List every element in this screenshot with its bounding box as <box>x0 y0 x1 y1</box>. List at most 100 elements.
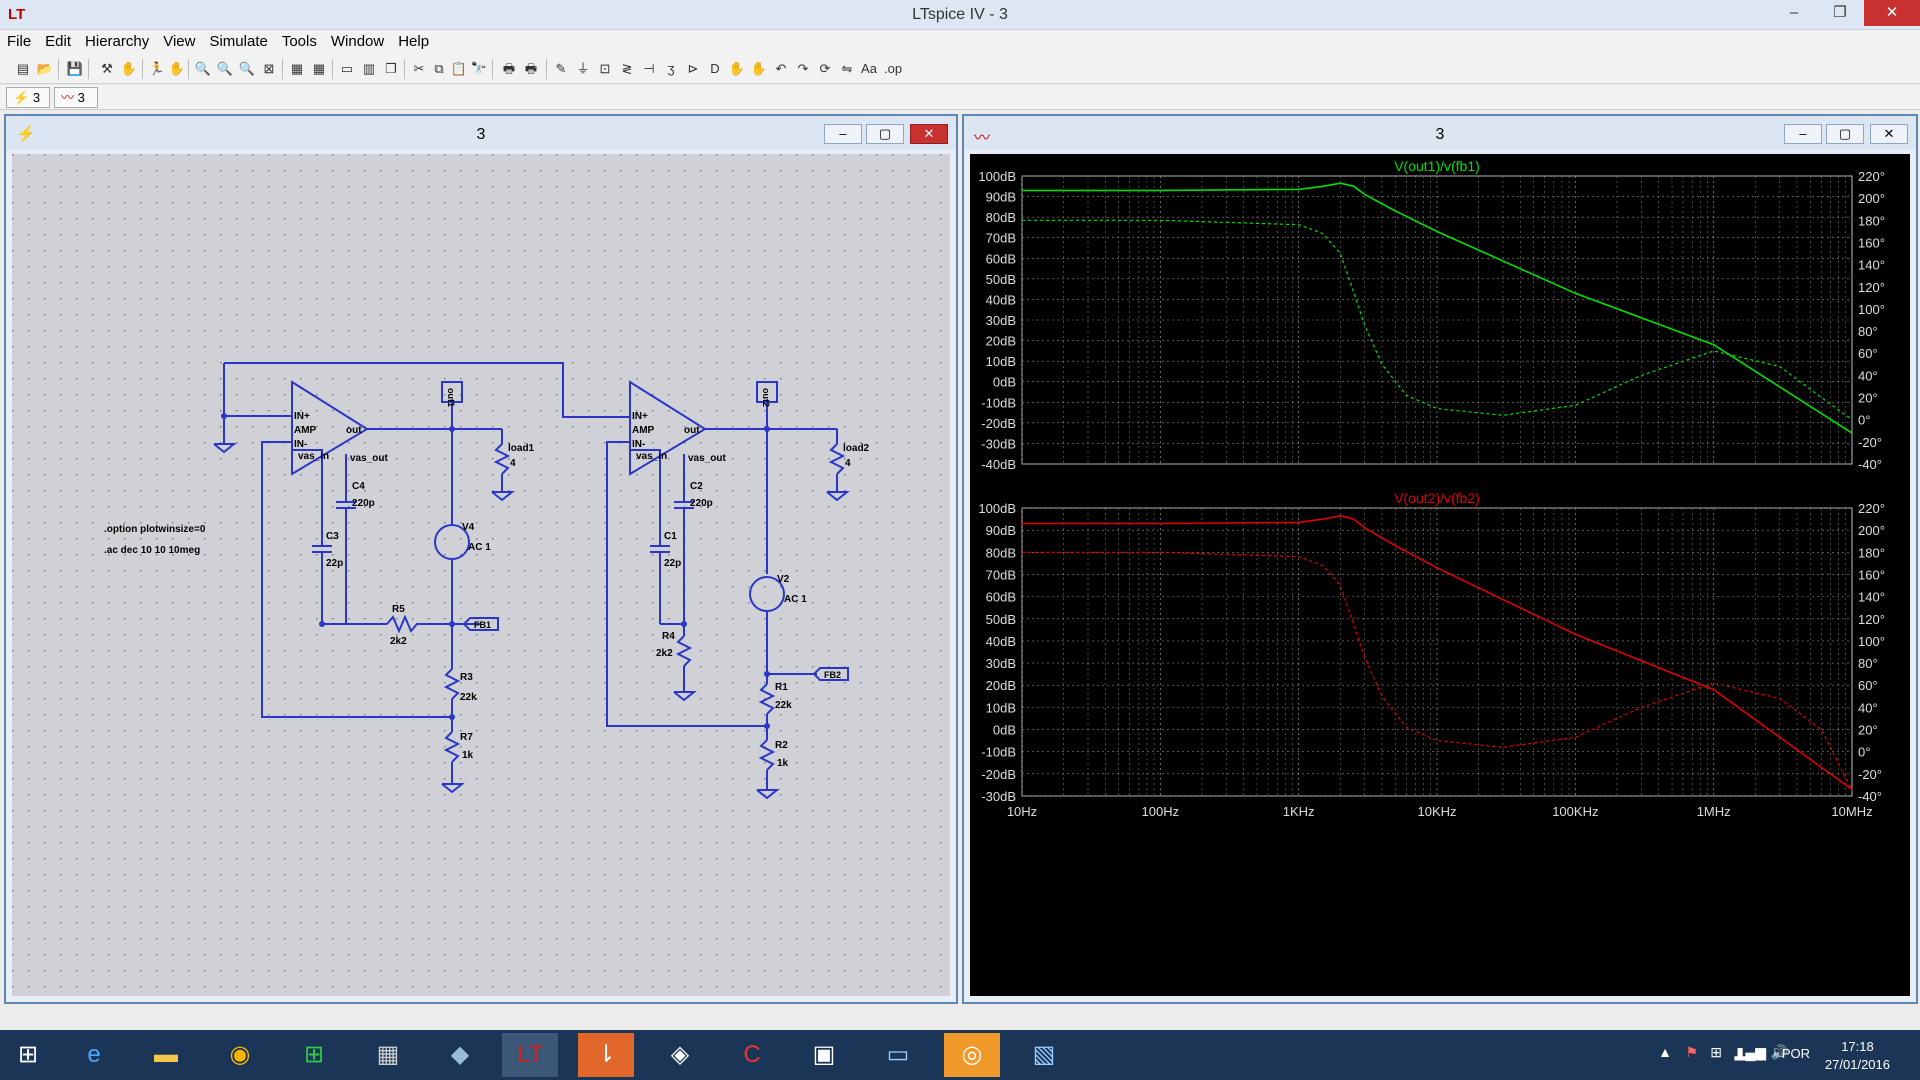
amp1-pin-vas-in: vas_in <box>298 451 329 462</box>
draw-wire-icon[interactable]: ✎ <box>555 61 567 76</box>
halt-icon[interactable]: ✋ <box>168 61 186 76</box>
waveform-icon: 〰 <box>61 90 75 105</box>
schematic-maximize-button[interactable]: ▢ <box>866 124 904 144</box>
move-icon[interactable]: ✋ <box>728 61 746 76</box>
menu-view[interactable]: View <box>163 33 196 50</box>
net-label-fb1[interactable] <box>462 617 499 631</box>
undo-icon[interactable]: ↶ <box>775 61 787 76</box>
diode-icon[interactable]: ⊳ <box>687 61 699 76</box>
chrome-icon[interactable]: ◉ <box>229 1041 251 1068</box>
tab-waveform[interactable]: 〰 3 <box>54 87 98 108</box>
photos-icon[interactable]: ▭ <box>886 1041 910 1068</box>
cut-icon[interactable]: ✂ <box>413 61 425 76</box>
directive-plotwinsize[interactable]: .option plotwinsize=0 <box>104 524 206 535</box>
control-panel-icon[interactable]: ⚒ <box>101 61 113 76</box>
label-net-icon[interactable]: ⊡ <box>599 61 611 76</box>
zoom-in-icon[interactable]: 🔍 <box>194 61 212 76</box>
pdf-tool-icon[interactable]: ◎ <box>944 1033 1000 1077</box>
inductor-icon[interactable]: ʒ <box>667 61 675 76</box>
ltspice-icon[interactable]: LT <box>502 1033 558 1077</box>
battery-icon[interactable]: ▮ <box>1736 1044 1744 1060</box>
menu-hierarchy[interactable]: Hierarchy <box>85 33 150 50</box>
load1-label: load1 <box>508 443 535 454</box>
pdf-reader-icon[interactable]: ⇂ <box>578 1033 634 1077</box>
image-viewer-icon[interactable]: ▧ <box>1032 1041 1056 1068</box>
tray-expand-icon[interactable]: ▲ <box>1658 1044 1672 1060</box>
open-icon[interactable]: 📂 <box>36 61 54 76</box>
internet-explorer-icon[interactable]: e <box>87 1041 101 1068</box>
language-indicator[interactable]: POR <box>1781 1046 1810 1061</box>
autorange-icon[interactable]: ▦ <box>290 61 304 76</box>
zoom-out-icon[interactable]: 🔍 <box>238 61 256 76</box>
zoom-fit-icon[interactable]: ⊠ <box>263 61 275 76</box>
store-icon[interactable]: ⊞ <box>303 1041 325 1068</box>
tile-horizontal-icon[interactable]: ▭ <box>340 61 354 76</box>
plot-minimize-button[interactable]: – <box>1784 124 1822 144</box>
v4-value: AC 1 <box>468 542 491 553</box>
y-tick-label: 20dB <box>986 678 1016 693</box>
windows-icon[interactable]: ⊞ <box>1710 1044 1722 1060</box>
task-icon[interactable]: ▣ <box>812 1041 836 1068</box>
mirror-icon[interactable]: ⇋ <box>841 61 853 76</box>
ccleaner-icon[interactable]: C <box>743 1041 761 1068</box>
y2-tick-label: 40° <box>1858 700 1878 715</box>
text-icon[interactable]: Aa <box>861 61 877 76</box>
net-label-fb2[interactable] <box>812 667 849 681</box>
windows-start-icon[interactable]: ⊞ <box>17 1041 39 1068</box>
resistor-icon[interactable]: ≷ <box>621 61 633 76</box>
foxit-icon[interactable]: ◈ <box>670 1041 690 1068</box>
hand-icon[interactable]: ✋ <box>120 61 138 76</box>
copy-icon[interactable]: ⧉ <box>434 61 444 76</box>
y2-tick-label: 80° <box>1858 656 1878 671</box>
grid-icon[interactable]: ▦ <box>312 61 326 76</box>
cascade-icon[interactable]: ❐ <box>385 61 397 76</box>
schematic-minimize-button[interactable]: – <box>824 124 862 144</box>
capacitor-icon[interactable]: ⊣ <box>643 61 655 76</box>
zoom-area-icon[interactable]: 🔍 <box>216 61 234 76</box>
find-icon[interactable]: 🔭 <box>470 61 488 76</box>
close-button[interactable]: ✕ <box>1864 0 1920 26</box>
notepad-icon[interactable]: ◆ <box>450 1041 470 1068</box>
net-out2: out2 <box>761 388 771 407</box>
menu-tools[interactable]: Tools <box>281 33 317 50</box>
menu-edit[interactable]: Edit <box>45 33 72 50</box>
volume-icon[interactable]: 🔊 <box>1770 1044 1788 1060</box>
print-icon[interactable]: 🖶 <box>524 61 538 76</box>
schematic-canvas[interactable]: IN+ AMP IN- vas_in out vas_out IN+ AMP I… <box>12 154 950 996</box>
menu-simulate[interactable]: Simulate <box>209 33 268 50</box>
restore-button[interactable]: ❐ <box>1833 4 1847 21</box>
file-explorer-icon[interactable]: ▬ <box>154 1041 178 1068</box>
amp2-pin-in-plus: IN+ <box>632 411 648 422</box>
signal-icon[interactable]: ▂▄▆ <box>1734 1044 1766 1060</box>
tile-vertical-icon[interactable]: ▥ <box>362 61 376 76</box>
schematic-close-button[interactable]: ✕ <box>910 124 948 144</box>
menu-help[interactable]: Help <box>398 33 430 50</box>
run-icon[interactable]: 🏃 <box>148 61 166 76</box>
minimize-button[interactable]: – <box>1789 4 1799 21</box>
opamp-2[interactable] <box>629 380 707 476</box>
y-tick-label: -10dB <box>981 395 1016 410</box>
calculator-icon[interactable]: ▦ <box>376 1041 400 1068</box>
drag-icon[interactable]: ✋ <box>750 61 768 76</box>
plot-maximize-button[interactable]: ▢ <box>1826 124 1864 144</box>
paste-icon[interactable]: 📋 <box>450 61 468 76</box>
new-schematic-icon[interactable]: ▤ <box>16 61 30 76</box>
rotate-icon[interactable]: ⟳ <box>819 61 831 76</box>
ground-icon[interactable]: ⏚ <box>576 61 590 76</box>
plot-canvas[interactable]: 100dB90dB80dB70dB60dB50dB40dB30dB20dB10d… <box>970 154 1910 996</box>
menu-file[interactable]: File <box>7 33 32 50</box>
redo-icon[interactable]: ↷ <box>797 61 809 76</box>
flag-icon[interactable]: ⚑ <box>1685 1044 1698 1060</box>
spice-directive-icon[interactable]: .op <box>884 61 903 76</box>
tab-schematic[interactable]: ⚡ 3 <box>6 87 50 108</box>
ltspice-logo-icon[interactable]: LT <box>8 6 26 23</box>
amp2-pin-out: out <box>684 425 700 436</box>
component-icon[interactable]: D <box>710 61 720 76</box>
save-icon[interactable]: 💾 <box>66 61 84 76</box>
print-setup-icon[interactable]: 🖶 <box>502 61 516 76</box>
menu-window[interactable]: Window <box>330 33 385 50</box>
plot-close-button[interactable]: ✕ <box>1870 124 1908 144</box>
directive-ac[interactable]: .ac dec 10 10 10meg <box>104 545 200 556</box>
opamp-1[interactable] <box>291 380 369 476</box>
